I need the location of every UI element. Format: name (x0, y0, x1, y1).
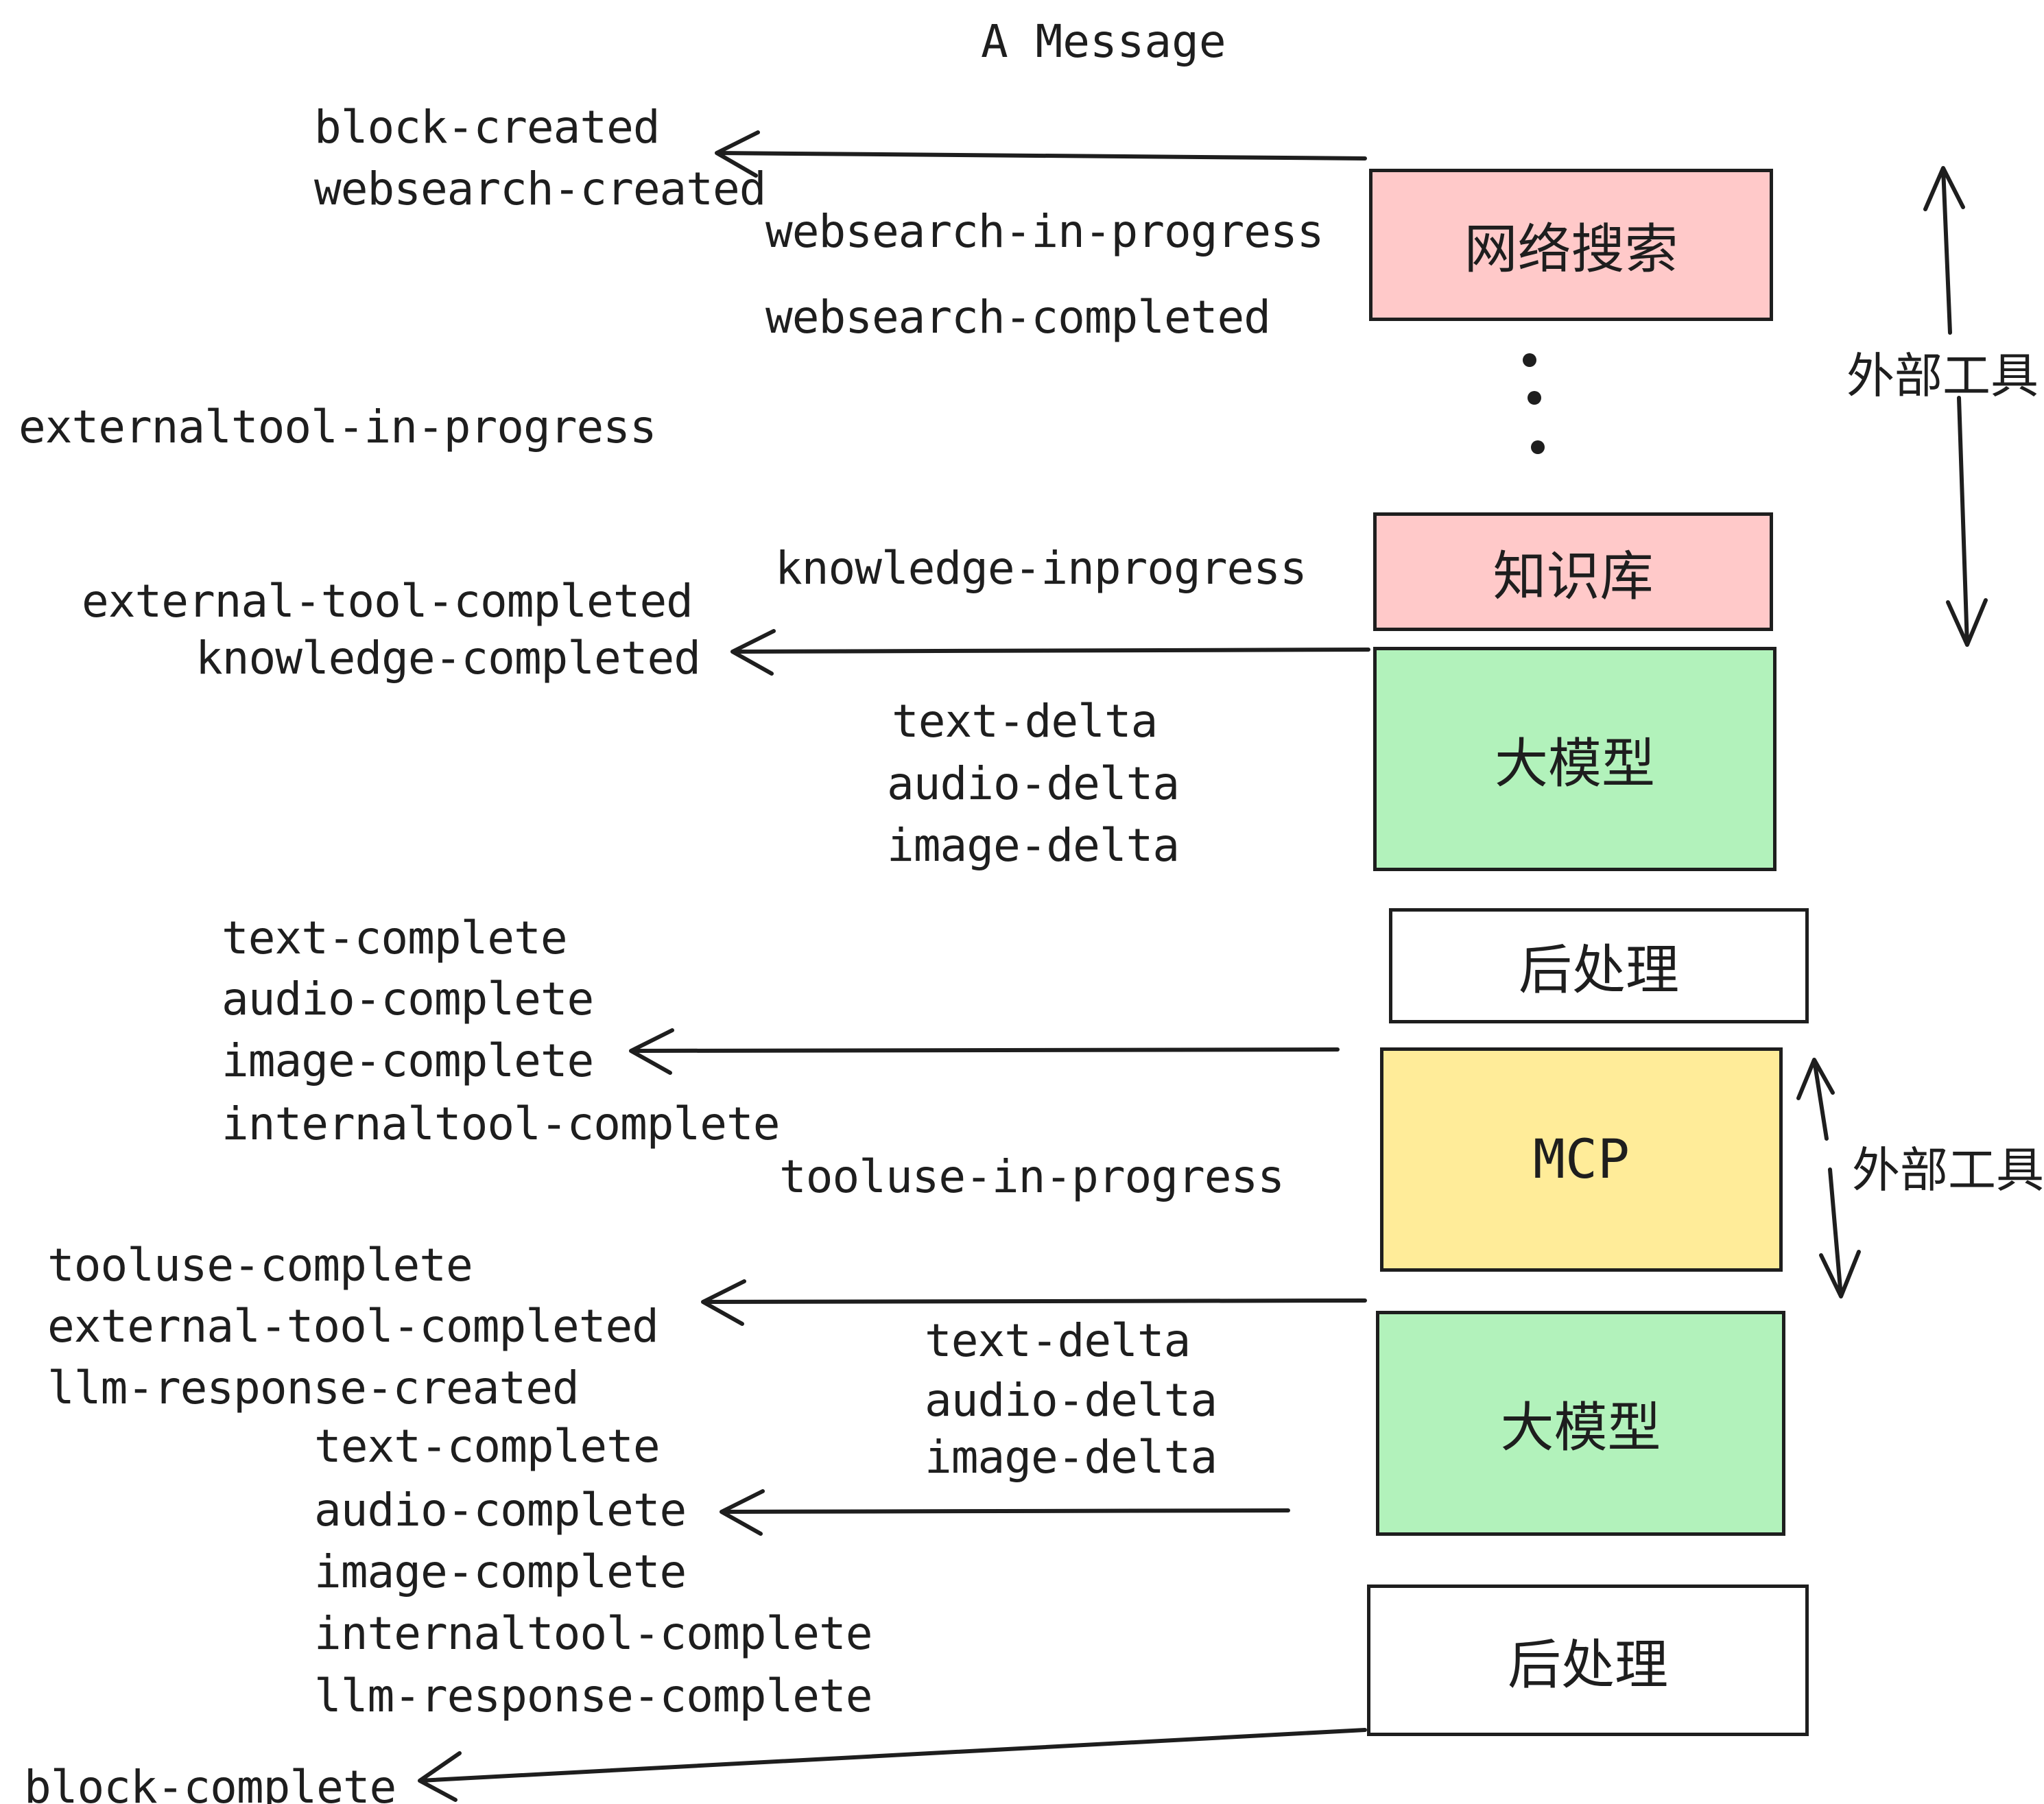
external-tool-down-arrow-top (1946, 396, 1988, 647)
box-websearch-label: 网络搜索 (1464, 219, 1678, 281)
external-tools-label-mcp: 外部工具 (1852, 1142, 2044, 1198)
event-block-complete: block-complete (24, 1761, 396, 1804)
arrow-to-block-complete (418, 1728, 1367, 1802)
event-text-delta-1: text-delta (892, 695, 1158, 748)
box-llm-1-label: 大模型 (1494, 733, 1655, 795)
event-audio-complete-1: audio-complete (222, 973, 594, 1025)
event-knowledge-inprogress: knowledge-inprogress (775, 542, 1307, 595)
box-knowledge-label: 知识库 (1493, 545, 1654, 608)
page-title: A Message (981, 15, 1226, 68)
event-externaltool-in-progress: externaltool-in-progress (19, 401, 657, 453)
arrow-to-knowledge-completed (730, 629, 1370, 676)
box-postprocess-1-label: 后处理 (1518, 940, 1679, 1001)
box-postprocess-1: 后处理 (1389, 908, 1809, 1023)
event-websearch-completed: websearch-completed (765, 291, 1271, 344)
box-postprocess-2: 后处理 (1367, 1585, 1809, 1736)
event-image-delta-2: image-delta (925, 1431, 1217, 1484)
event-llm-response-created: llm-response-created (47, 1362, 580, 1414)
event-text-complete-1: text-complete (222, 912, 568, 964)
external-tools-label-top: 外部工具 (1846, 348, 2039, 404)
box-postprocess-2-label: 后处理 (1507, 1634, 1668, 1696)
arrow-to-block-created (715, 130, 1367, 178)
event-audio-delta-1: audio-delta (887, 757, 1180, 810)
event-tooluse-complete: tooluse-complete (47, 1239, 473, 1292)
box-llm-2: 大模型 (1376, 1311, 1785, 1536)
event-audio-complete-2: audio-complete (314, 1484, 687, 1536)
event-external-tool-completed-2: external-tool-completed (47, 1300, 659, 1353)
event-image-complete-2: image-complete (314, 1545, 687, 1598)
box-websearch: 网络搜索 (1369, 169, 1773, 321)
box-knowledge: 知识库 (1373, 512, 1773, 631)
box-llm-1: 大模型 (1373, 647, 1776, 871)
event-websearch-in-progress: websearch-in-progress (765, 205, 1324, 258)
external-tool-up-arrow-mcp (1796, 1058, 1835, 1141)
box-mcp: MCP (1380, 1047, 1783, 1272)
event-external-tool-completed-1: external-tool-completed (82, 575, 693, 628)
external-tool-up-arrow-top (1923, 166, 1965, 335)
arrow-to-image-complete (629, 1028, 1340, 1075)
box-mcp-label: MCP (1533, 1128, 1630, 1191)
event-knowledge-completed: knowledge-completed (195, 632, 701, 685)
event-llm-response-complete: llm-response-complete (314, 1670, 872, 1722)
event-internaltool-complete-2: internaltool-complete (314, 1607, 872, 1660)
event-text-delta-2: text-delta (925, 1314, 1191, 1367)
box-llm-2-label: 大模型 (1500, 1397, 1661, 1459)
event-tooluse-in-progress: tooluse-in-progress (779, 1150, 1285, 1203)
ellipsis-dots (1523, 353, 1545, 454)
event-websearch-created: websearch-created (314, 163, 767, 215)
event-audio-delta-2: audio-delta (925, 1374, 1217, 1427)
event-image-delta-1: image-delta (887, 819, 1180, 872)
event-text-complete-2: text-complete (314, 1420, 661, 1473)
event-internaltool-complete-1: internaltool-complete (222, 1097, 780, 1150)
event-image-complete-1: image-complete (222, 1034, 594, 1087)
event-block-created: block-created (314, 101, 661, 154)
arrow-to-audio-complete (720, 1489, 1290, 1536)
